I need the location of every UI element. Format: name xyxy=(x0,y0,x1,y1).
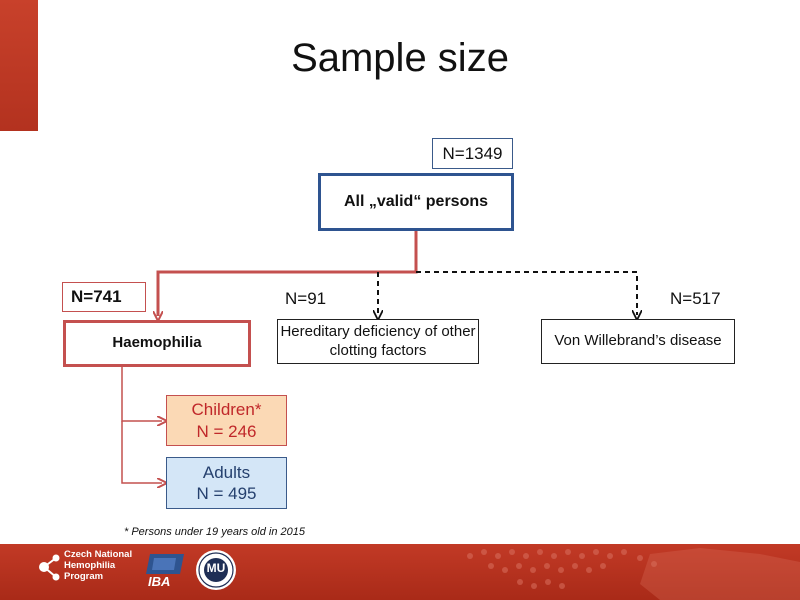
iba-text: IBA xyxy=(148,574,171,589)
mu-logo: MU xyxy=(194,548,238,592)
accent-bar xyxy=(0,0,38,131)
hereditary-count-label: N=91 xyxy=(285,289,327,308)
total-count-box: N=1349 xyxy=(432,138,513,169)
connector-to-adults xyxy=(121,421,162,483)
footnote: * Persons under 19 years old in 2015 xyxy=(124,526,306,538)
vwd-box: Von Willebrand’s disease xyxy=(541,319,735,364)
slide-title: Sample size xyxy=(291,36,509,80)
haemophilia-box: Haemophilia xyxy=(63,320,251,367)
connector-to-haemophilia xyxy=(158,231,418,316)
footer-bar xyxy=(0,544,800,600)
adults-label: Adults xyxy=(202,462,251,482)
program-line-2: Hemophilia xyxy=(64,560,116,571)
connector-to-children xyxy=(121,367,162,421)
adults-count: N = 495 xyxy=(196,484,257,503)
children-box: Children* N = 246 xyxy=(166,395,287,446)
mu-text: MU xyxy=(206,561,226,575)
vwd-count-label: N=517 xyxy=(670,289,721,308)
connector-to-vwd xyxy=(416,271,637,315)
iba-logo: IBA xyxy=(146,550,188,590)
hereditary-box: Hereditary deficiency of other clotting … xyxy=(277,319,479,364)
program-line-3: Program xyxy=(64,571,104,582)
program-line-1: Czech National xyxy=(64,549,133,560)
hemophilia-program-logo-icon xyxy=(39,554,60,581)
mu-seal-icon xyxy=(196,550,236,590)
children-label: Children* xyxy=(191,400,262,420)
haemophilia-count-box: N=741 xyxy=(62,282,146,312)
valid-persons-box: All „valid“ persons xyxy=(318,173,514,231)
adults-box: Adults N = 495 xyxy=(166,457,287,509)
children-count: N = 246 xyxy=(196,421,257,441)
program-name: Czech National Hemophilia Program xyxy=(64,549,132,582)
footer-dots-decoration xyxy=(467,548,800,600)
iba-logo-icon xyxy=(146,554,184,574)
